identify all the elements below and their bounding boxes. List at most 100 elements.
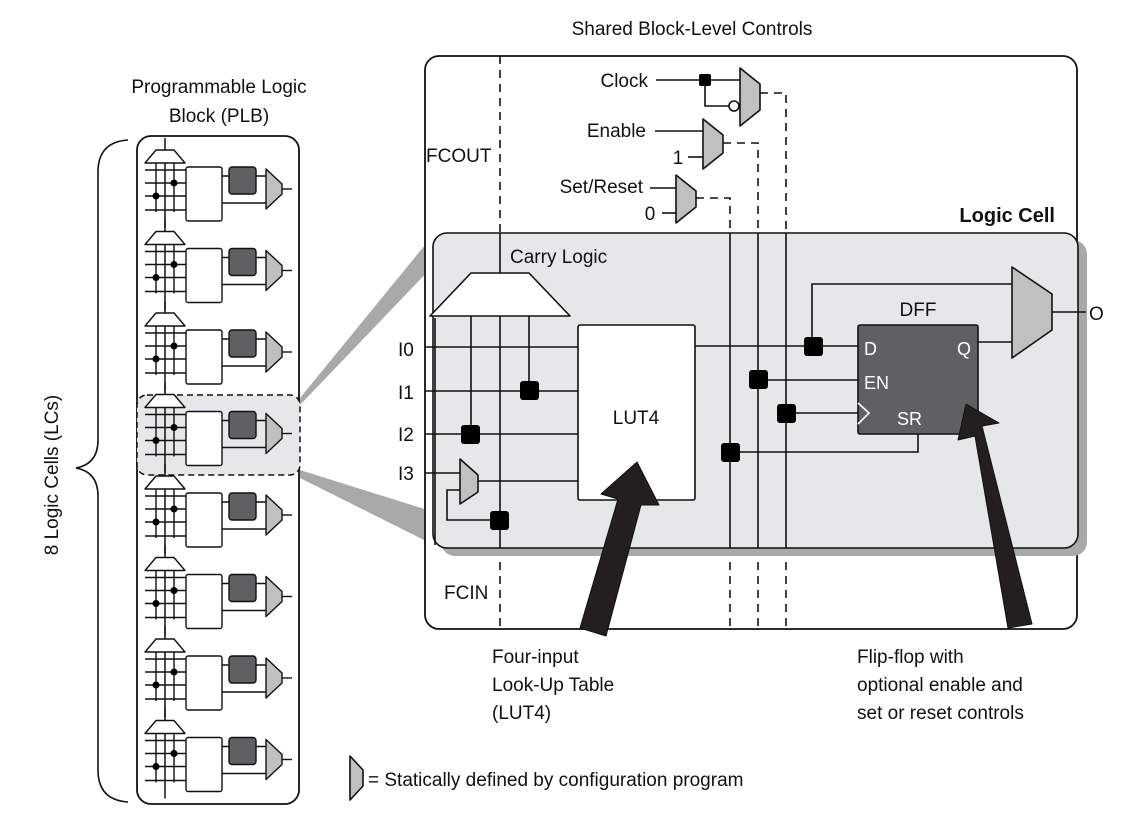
fcin-label: FCIN: [444, 583, 488, 604]
ff-callout-line1: Flip-flop with: [857, 647, 964, 668]
mini-dff: [228, 655, 257, 684]
input-i3: I3: [398, 464, 414, 485]
lut-callout-line3: (LUT4): [492, 703, 551, 724]
lut-callout-line2: Look-Up Table: [492, 675, 614, 696]
ff-callout-arrow: [957, 403, 1033, 629]
mini-dff: [228, 736, 257, 766]
mini-dff: [228, 247, 257, 277]
ff-callout: Flip-flop with optional enable and set o…: [857, 647, 1024, 724]
enable-mux-icon: [702, 118, 724, 170]
input-i0: I0: [398, 340, 414, 361]
mini-mux-icon: [265, 657, 283, 699]
plb-cells: [144, 138, 292, 799]
plb-section: Programmable Logic Block (PLB) 8 Logic C…: [42, 77, 307, 805]
plb-logic-cell: [144, 382, 292, 473]
mini-lut: [185, 492, 223, 548]
mini-carry-block: [144, 475, 186, 490]
logic-cell-title: Logic Cell: [959, 205, 1055, 227]
plb-logic-cell: [144, 545, 292, 636]
lut4-label: LUT4: [613, 408, 660, 429]
i1-carry-node: [520, 381, 539, 400]
plb-logic-cell: [144, 708, 292, 799]
mux-icon: [349, 755, 364, 801]
enable-label: Enable: [587, 121, 646, 142]
legend-text: = Statically defined by configuration pr…: [368, 770, 743, 791]
mini-node: [152, 600, 160, 607]
input-i2: I2: [398, 425, 414, 446]
mini-carry-block: [144, 230, 186, 246]
mini-node: [152, 192, 160, 200]
mini-mux-icon: [265, 412, 283, 455]
plb-title-line1: Programmable Logic: [131, 77, 306, 98]
setreset-mux-icon: [675, 174, 697, 224]
plb-logic-cell: [144, 464, 292, 554]
mini-carry-block: [144, 393, 186, 409]
plb-logic-cell: [144, 627, 292, 717]
mini-carry-block: [144, 149, 186, 164]
logic-cell: Carry Logic I0 I1 I2 I3 LUT4: [398, 232, 1104, 556]
carry-logic-label: Carry Logic: [510, 247, 607, 268]
mini-dff: [228, 492, 257, 521]
zoom-wedge-bottom: [300, 470, 434, 545]
setreset-const: 0: [645, 204, 656, 225]
i2-carry-node: [461, 425, 480, 444]
mini-node: [170, 342, 178, 350]
lut-out-node: [804, 337, 823, 356]
mini-mux-icon: [265, 494, 283, 536]
lut-callout-line1: Four-input: [492, 647, 579, 668]
mini-dff: [228, 573, 257, 603]
mini-node: [152, 518, 160, 526]
mini-mux-icon: [265, 738, 283, 781]
clock-invert-bubble: [728, 100, 740, 112]
clock-node: [699, 74, 711, 86]
cell-count-label: 8 Logic Cells (LCs): [42, 395, 63, 556]
input-i1: I1: [398, 383, 414, 404]
dff-block: [857, 324, 979, 435]
carry-logic-block: [429, 272, 571, 317]
plb-title-line2: Block (PLB): [169, 106, 269, 127]
mini-node: [152, 437, 160, 444]
mini-node: [170, 179, 178, 187]
mini-lut: [185, 329, 223, 385]
mini-lut: [185, 410, 223, 467]
mini-node: [152, 355, 160, 363]
mini-dff: [228, 329, 257, 358]
zoom-wedge-top: [300, 234, 434, 405]
legend: = Statically defined by configuration pr…: [349, 755, 743, 801]
dff-port-sr: SR: [897, 409, 922, 429]
i3-mux-icon: [459, 458, 479, 505]
mini-node: [170, 424, 178, 431]
dff-port-q: Q: [957, 339, 971, 359]
clock-label: Clock: [600, 71, 648, 92]
dff-title: DFF: [900, 300, 937, 321]
mini-node: [170, 750, 178, 757]
mini-dff: [228, 166, 257, 195]
output-mux-icon: [1011, 266, 1053, 359]
mini-node: [152, 681, 160, 689]
clk-node: [777, 404, 796, 423]
mini-carry-block: [144, 556, 186, 572]
mini-node: [152, 274, 160, 281]
mini-lut: [185, 655, 223, 711]
mini-mux-icon: [265, 249, 283, 292]
mini-node: [170, 505, 178, 513]
mini-node: [170, 587, 178, 594]
mini-mux-icon: [265, 331, 283, 373]
mini-dff: [228, 410, 257, 440]
setreset-label: Set/Reset: [560, 177, 644, 198]
mini-mux-icon: [265, 575, 283, 618]
dff-port-en: EN: [864, 373, 889, 393]
mini-mux-icon: [265, 168, 283, 210]
plb-logic-cell: [144, 301, 292, 391]
mini-node: [170, 668, 178, 676]
ff-callout-line2: optional enable and: [857, 675, 1023, 696]
shared-controls-title: Shared Block-Level Controls: [572, 19, 813, 40]
mini-node: [152, 763, 160, 770]
mini-carry-block: [144, 638, 186, 653]
mini-carry-block: [144, 312, 186, 327]
enable-const: 1: [673, 148, 684, 169]
output-label: O: [1089, 304, 1104, 325]
mini-lut: [185, 247, 223, 304]
mini-lut: [185, 166, 223, 222]
